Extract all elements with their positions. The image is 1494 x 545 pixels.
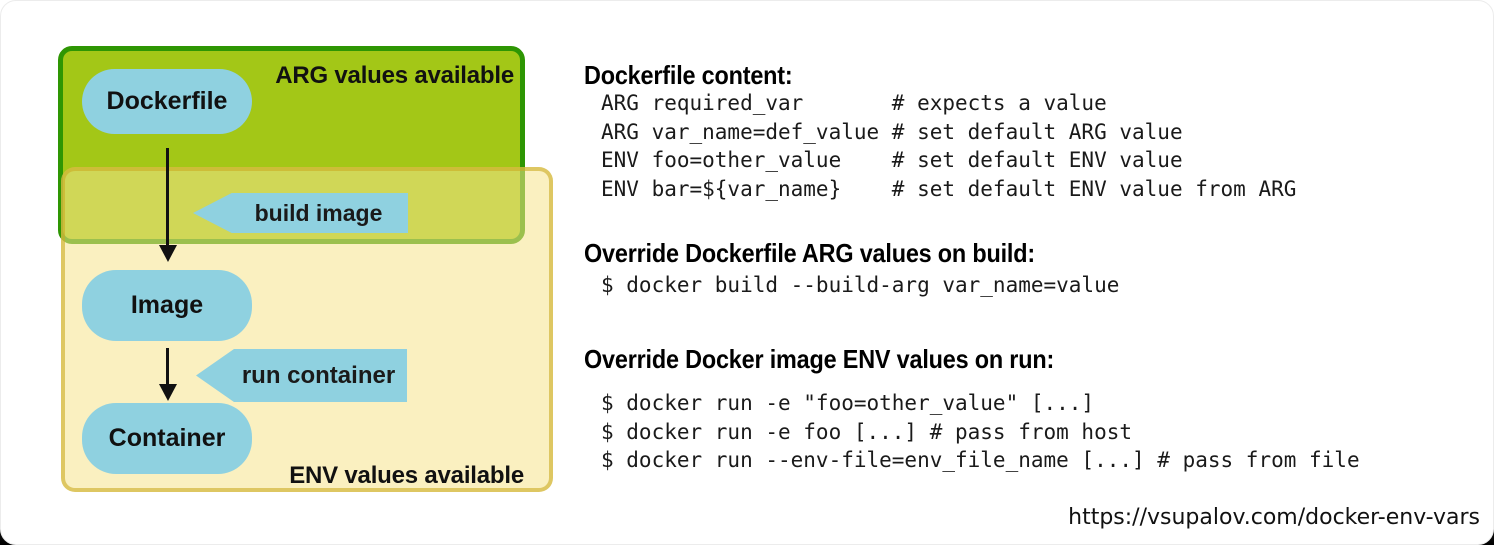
code-line: ARG var_name=def_value # set default ARG… xyxy=(601,119,1183,144)
arrowhead-down-icon xyxy=(159,384,177,401)
code-line: $ docker run -e "foo=other_value" [...] xyxy=(601,391,1095,415)
code-line: $ docker build --build-arg var_name=valu… xyxy=(601,273,1120,297)
arrow-dockerfile-to-image xyxy=(166,148,169,246)
code-line: $ docker run -e foo [...] # pass from ho… xyxy=(601,419,1133,444)
code-line: ENV bar=${var_name} # set default ENV va… xyxy=(601,176,1297,201)
env-zone-label: ENV values available xyxy=(289,462,524,489)
node-image: Image xyxy=(82,270,252,341)
arrow-image-to-container xyxy=(166,348,169,385)
code-override-env-run: $ docker run -e "foo=other_value" [...] $… xyxy=(601,389,1360,475)
edge-tag-run-container: run container xyxy=(196,349,407,402)
heading-override-env-run: Override Docker image ENV values on run: xyxy=(584,344,1055,374)
code-override-arg-build: $ docker build --build-arg var_name=valu… xyxy=(601,271,1119,300)
source-url: https://vsupalov.com/docker-env-vars xyxy=(1068,505,1480,530)
arrowhead-down-icon xyxy=(159,245,177,262)
code-line: $ docker run --env-file=env_file_name [.… xyxy=(601,448,1360,472)
arg-zone-label: ARG values available xyxy=(275,62,514,89)
node-container: Container xyxy=(82,403,252,474)
code-line: ENV foo=other_value # set default ENV va… xyxy=(601,148,1183,172)
code-line: ARG required_var # expects a value xyxy=(601,91,1107,115)
heading-override-arg-build: Override Dockerfile ARG values on build: xyxy=(584,238,1035,268)
node-dockerfile: Dockerfile xyxy=(82,69,252,134)
heading-dockerfile-content: Dockerfile content: xyxy=(584,60,793,90)
edge-tag-build-image: build image xyxy=(193,193,408,233)
